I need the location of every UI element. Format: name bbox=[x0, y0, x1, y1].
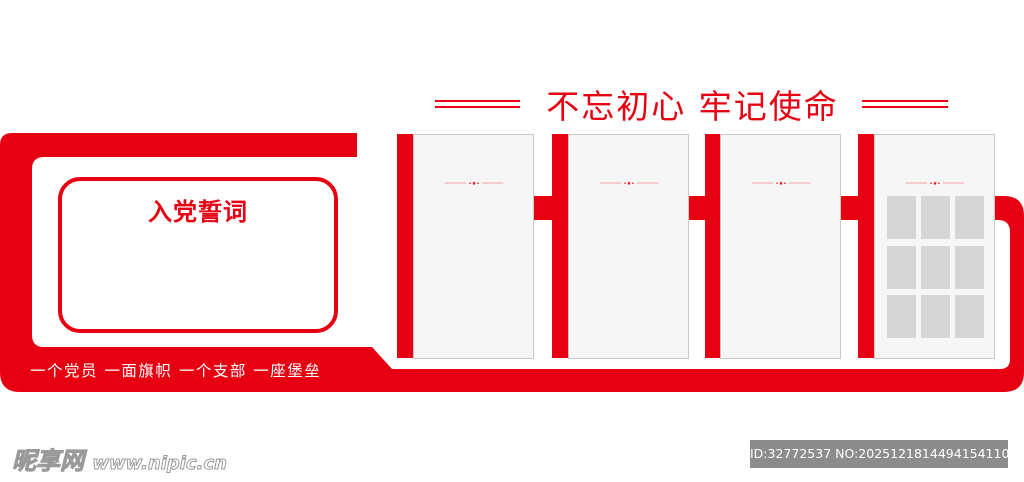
image-id-label: ID:32772537 NO:20251218144941541100 bbox=[750, 440, 1017, 468]
connector bbox=[533, 196, 553, 220]
pledge-title: 入党誓词 bbox=[148, 198, 248, 226]
board-panel-1: •★• bbox=[413, 134, 534, 359]
svg-text:•★•: •★• bbox=[775, 181, 786, 185]
svg-text:•★•: •★• bbox=[468, 181, 479, 185]
panel-stripe bbox=[552, 134, 568, 358]
watermark-brand: 昵享网 bbox=[12, 447, 85, 476]
panel-stripe bbox=[705, 134, 721, 358]
heading-lines-right bbox=[862, 100, 948, 108]
board-panel-2: •★• bbox=[568, 134, 689, 359]
connector bbox=[840, 196, 858, 220]
svg-text:•★•: •★• bbox=[623, 181, 634, 185]
photo-placeholder bbox=[887, 246, 916, 289]
board-panel-4: •★• bbox=[874, 134, 995, 359]
photo-placeholder bbox=[955, 295, 984, 338]
photo-placeholder bbox=[921, 246, 950, 289]
watermark-url: www.nipic.cn bbox=[92, 453, 228, 475]
heading-lines-left bbox=[435, 100, 520, 108]
board-panel-3: •★• bbox=[720, 134, 841, 359]
star-divider-icon: •★• bbox=[751, 181, 811, 185]
photo-placeholder bbox=[887, 295, 916, 338]
panel-stripe bbox=[397, 134, 413, 358]
star-divider-icon: •★• bbox=[599, 181, 659, 185]
photo-placeholder bbox=[955, 196, 984, 239]
star-divider-icon: •★• bbox=[905, 181, 965, 185]
star-divider-icon: •★• bbox=[444, 181, 504, 185]
connector bbox=[687, 196, 705, 220]
photo-placeholder bbox=[955, 246, 984, 289]
panel-stripe bbox=[858, 134, 874, 358]
slogan: 一个党员 一面旗帜 一个支部 一座堡垒 bbox=[30, 362, 322, 380]
photo-placeholder bbox=[921, 295, 950, 338]
watermark: 昵享网 www.nipic.cn bbox=[12, 441, 228, 476]
page-title: 不忘初心 牢记使命 bbox=[546, 87, 839, 126]
photo-placeholder bbox=[887, 196, 916, 239]
photo-placeholder bbox=[921, 196, 950, 239]
svg-text:•★•: •★• bbox=[929, 181, 940, 185]
pledge-panel bbox=[58, 177, 338, 333]
